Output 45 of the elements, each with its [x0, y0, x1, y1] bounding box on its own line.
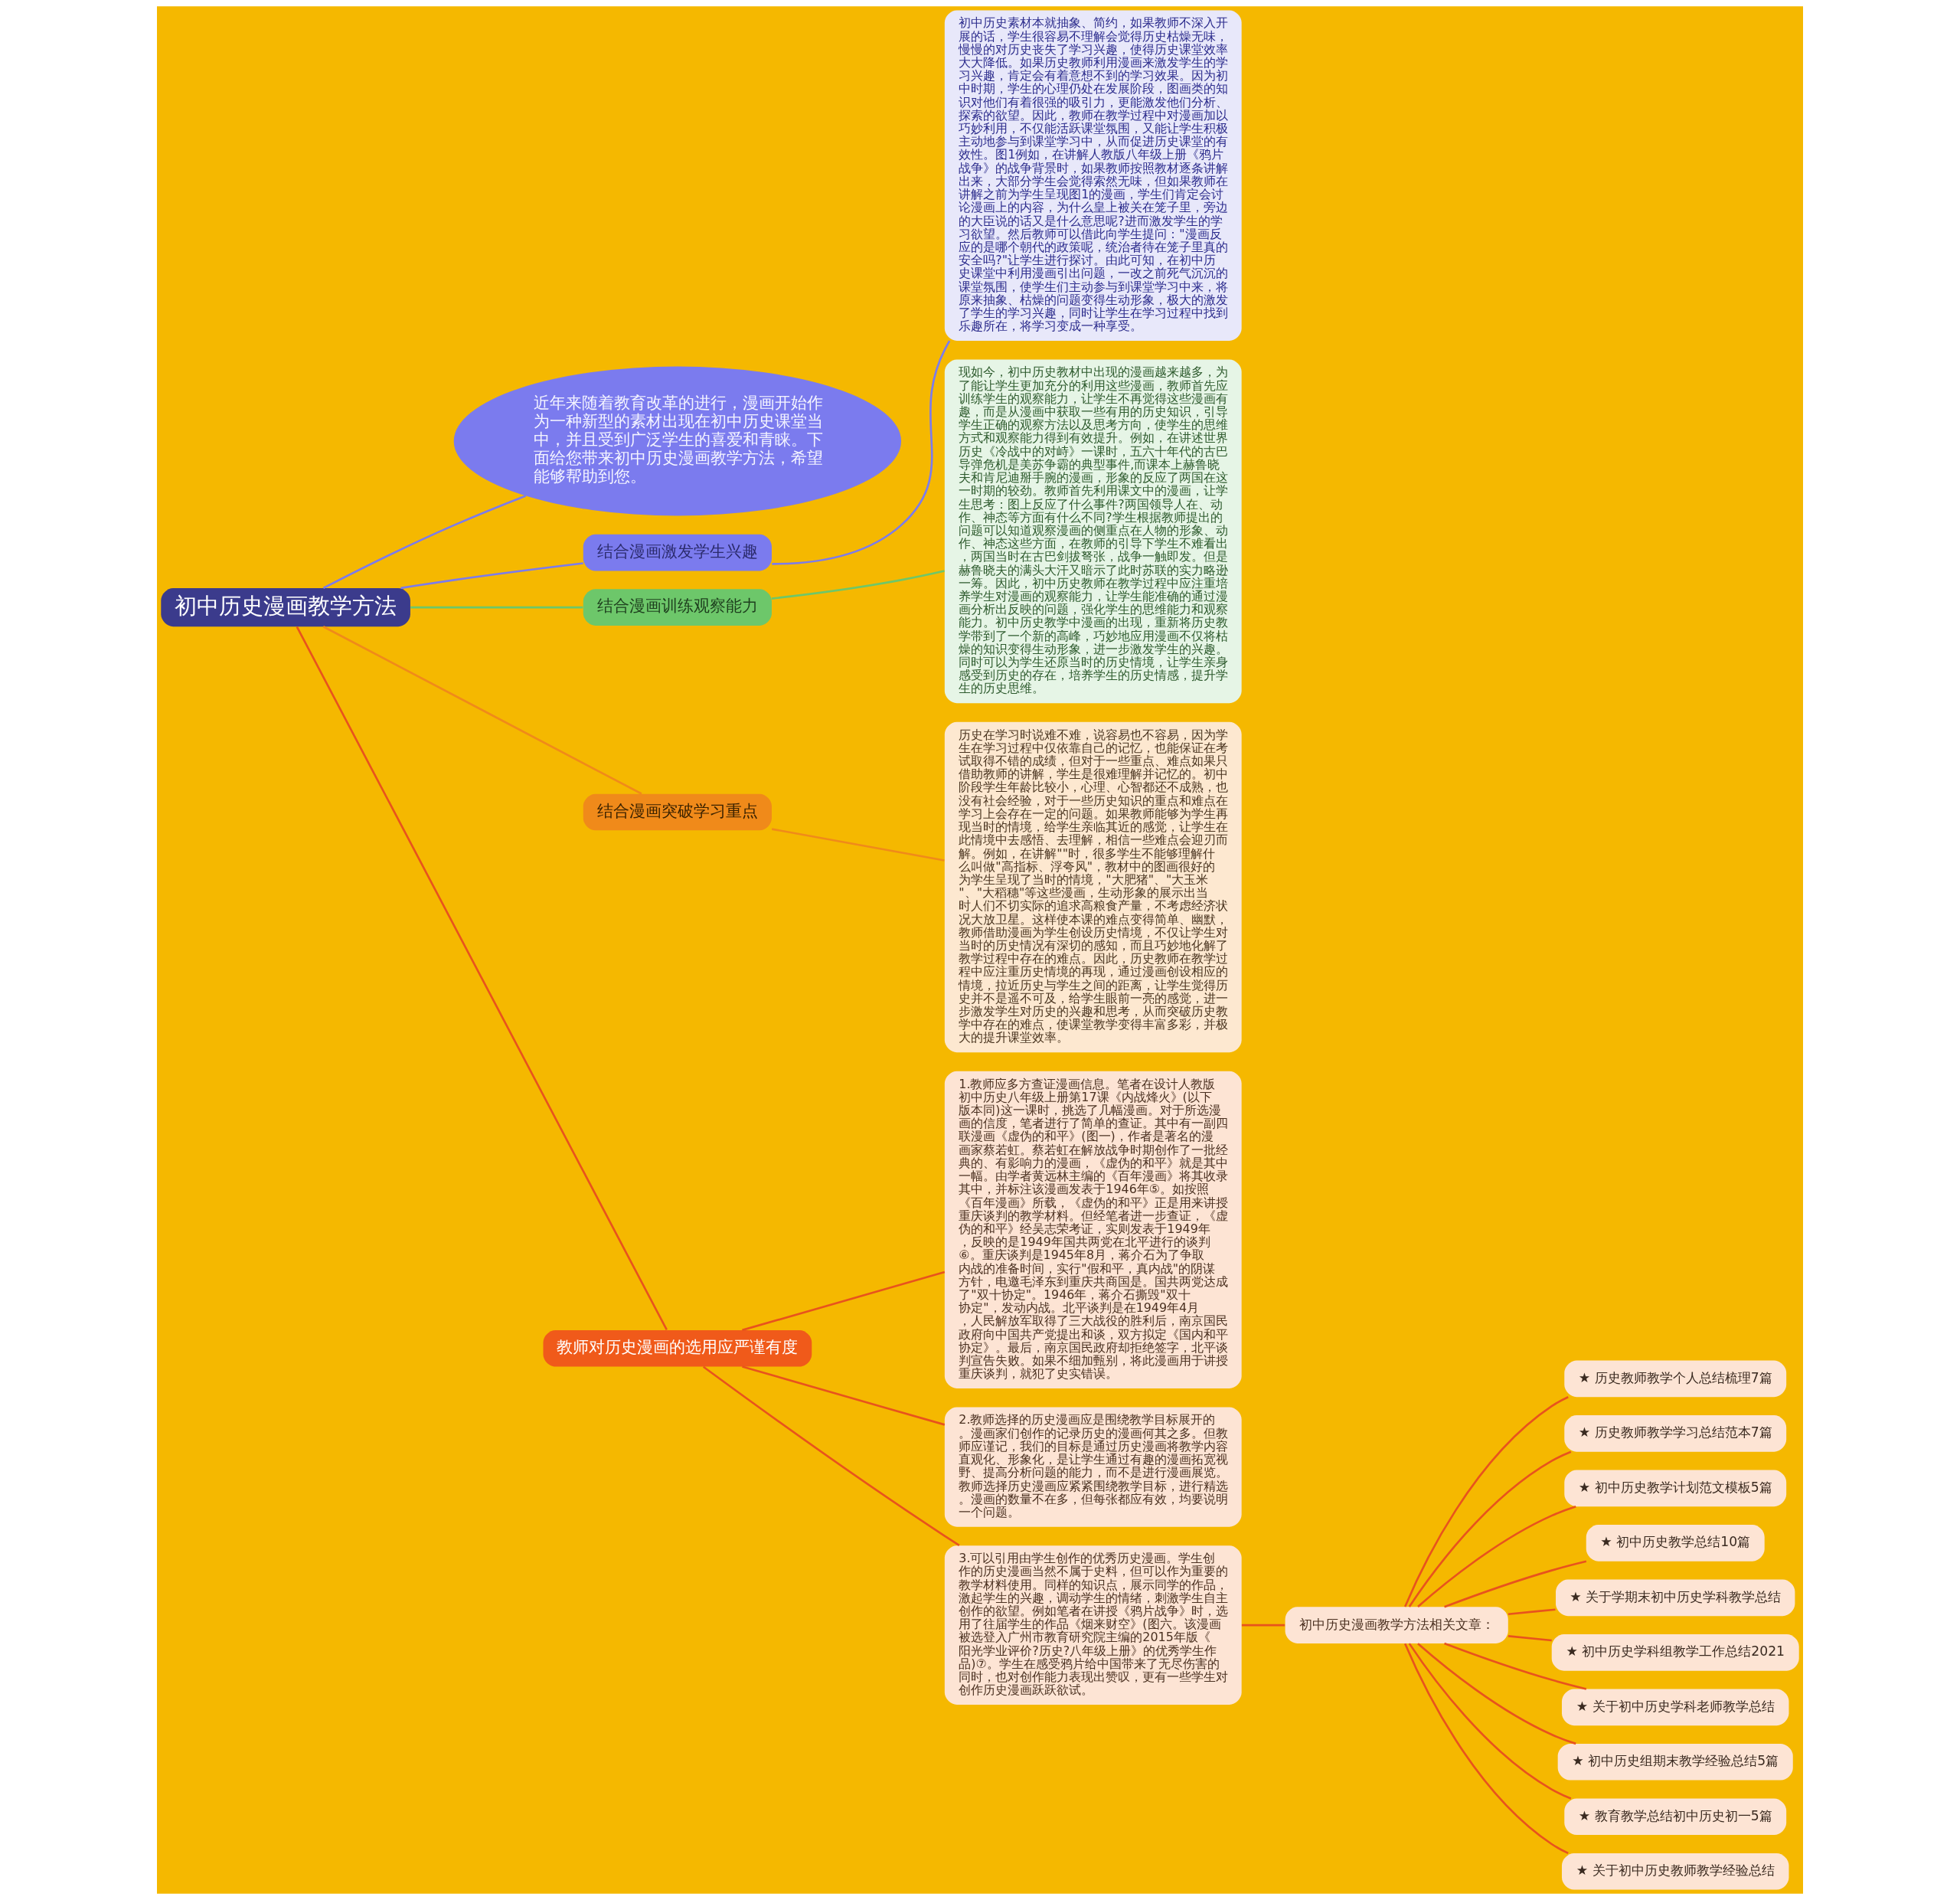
- connector: [772, 340, 951, 565]
- node-box: 现如今，初中历史教材中出现的漫画越来越多，为了能让学生更加充分的利用这些漫画，教师首先应训练学生的观察能力，让学生不再觉得这些漫画有趣，而是从漫画中获取一些有用的历史知识，引导学生正确的观察方法以及思考方向，使学生的思维方式和观察能力得到有效提升。例如，在讲述世界历史《冷战中的对峙》一课时，五六十年代的古巴导弹危机是美苏争霸的典型事件,而课本上赫鲁晓夫和肯尼迪掰手腕的漫画，形象的反应了两国在这一时期的较劲。教师首先利用课文中的漫画，让学生思考：图上反应了什么事件?两国领导人在、动作、神态等方面有什么不同?学生根据教师提出的问题可以知道观察漫画的侧重点在人物的形象、动作、神态这些方面，在教师的引导下学生不难看出，两国当时在古巴剑拔弩张，战争一触即发。但是赫鲁晓夫的满头大汗又暗示了此时苏联的实力略逊一筹。因此，初中历史教师在教学过程中应注重培养学生对漫画的观察能力，让学生能准确的通过漫画分析出反映的问题，强化学生的思维能力和观察能力。初中历史教学中漫画的出现，重新将历史教学带到了一个新的高峰，巧妙地应用漫画不仅将枯燥的知识变得生动形象，进一步激发学生的兴趣。同时可以为学生还原当时的历史情境，让学生亲身感受到历史的存在，培养学生的历史情感，提升学生的历史思维。: [944, 359, 1242, 704]
- connector: [322, 626, 642, 795]
- connector: [771, 570, 945, 600]
- node-box: ★ 初中历史教学总结10篇: [1586, 1525, 1765, 1562]
- connector: [1408, 1450, 1572, 1607]
- connector: [1408, 1643, 1572, 1800]
- node-box: 结合漫画训练观察能力: [583, 589, 772, 626]
- connector: [1417, 1643, 1576, 1745]
- node-box: 初中历史漫画教学方法: [161, 587, 410, 627]
- node-box: ★ 关于初中历史教师教学经验总结: [1561, 1853, 1789, 1890]
- connector: [1508, 1608, 1556, 1616]
- node-box: ★ 历史教师教学个人总结梳理7篇: [1564, 1360, 1787, 1398]
- node-box: 1.教师应多方查证漫画信息。笔者在设计人教版初中历史八年级上册第17课《内战烽火》(以下版本同)这一课时，挑选了几幅漫画。对于所选漫画的信度，笔者进行了简单的查证。其中有一副四联漫画《虚伪的和平》(图一)，作者是著名的漫画家蔡若虹。蔡若虹在解放战争时期创作了一批经典的、有影响力的漫画，《虚伪的和平》就是其中一幅。由学者黄远林主编的《百年漫画》将其收录其中，并标注该漫画发表于1946年⑤。如按照《百年漫画》所载，《虚伪的和平》正是用来讲授重庆谈判的教学材料。但经笔者进一步查证，《虚伪的和平》经吴志荣考证，实则发表于1949年，反映的是1949年国共两党在北平进行的谈判⑥。重庆谈判是1945年8月，蒋介石为了争取内战的准备时间，实行"假和平，真内战"的阴谋方针，电邀毛泽东到重庆共商国是。国共两党达成了"双十协定"。1946年，蒋介石撕毁"双十协定"，发动内战。北平谈判是在1949年4月，人民解放军取得了三大战役的胜利后，南京国民政府向中国共产党提出和谈，双方拟定《国内和平协定》。最后，南京国民政府却拒绝签字，北平谈判宣告失败。如果不细加甄别，将此漫画用于讲授重庆谈判，就犯了史实错误。: [944, 1071, 1242, 1388]
- connector: [1508, 1635, 1552, 1642]
- node-box: 结合漫画突破学习重点: [583, 793, 772, 831]
- connector: [296, 626, 668, 1331]
- node-box: 初中历史漫画教学方法相关文章：: [1285, 1607, 1508, 1643]
- node-box: 2.教师选择的历史漫画应是围绕教学目标展开的。漫画家们创作的记录历史的漫画何其之多。但教师应谨记，我们的目标是通过历史漫画将教学内容直观化、形象化，是让学生通过有趣的漫画拓宽视野、提高分析问题的能力，而不是进行漫画展览。教师选择历史漫画应紧紧围绕教学目标，进行精选。漫画的数量不在多，但每张都应有效，均要说明一个问题。: [944, 1407, 1242, 1527]
- connector: [771, 828, 945, 862]
- connector: [1417, 1506, 1576, 1607]
- connector: [322, 495, 527, 590]
- node-box: ★ 关于学期末初中历史学科教学总结: [1556, 1579, 1795, 1617]
- node-box: 结合漫画激发学生兴趣: [583, 534, 772, 571]
- node-box: 教师对历史漫画的选用应严谨有度: [543, 1329, 812, 1367]
- connector: [400, 562, 583, 590]
- connector: [1444, 1642, 1587, 1690]
- connector: [1403, 1396, 1569, 1607]
- node-box: 历史在学习时说难不难，说容易也不容易，因为学生在学习过程中仅依靠自己的记忆，也能保证在考试取得不错的成绩，但对于一些重点、难点如果只借助教师的讲解，学生是很难理解并记忆的。初中阶段学生年龄比较小，心理、心智都还不成熟，也没有社会经验，对于一些历史知识的重点和难点在学习上会存在一定的问题。如果教师能够为学生再现当时的情境，给学生亲临其近的感觉，让学生在此情境中去感悟、去理解，相信一些难点会迎刃而解。例如，在讲解""时，很多学生不能够理解什么叫做"高指标、浮夸风"，教材中的图画很好的为学生呈现了当时的情境，"大肥猪"、"大玉米"、"大稻穗"等这些漫画，生动形象的展示出当时人们不切实际的追求高粮食产量，不考虑经济状况大放卫星。这样使本课的难点变得简单、幽默，教师借助漫画为学生创设历史情境，不仅让学生对当时的历史情况有深切的感知，而且巧妙地化解了教学过程中存在的难点。因此，历史教师在教学过程中应注重历史情境的再现，通过漫画创设相应的情境，拉近历史与学生之间的距离，让学生觉得历史并不是遥不可及，给学生眼前一亮的感觉，进一步激发学生对历史的兴趣和思考，从而突破历史教学中存在的难点，使课堂教学变得丰富多彩，并极大的提升课堂效率。: [944, 721, 1242, 1053]
- connector: [702, 1365, 960, 1546]
- connector: [1241, 1624, 1285, 1627]
- connector: [410, 606, 583, 609]
- node-box: ★ 教育教学总结初中历史初一5篇: [1564, 1798, 1787, 1836]
- node-box: ★ 关于初中历史学科老师教学总结: [1561, 1689, 1789, 1726]
- connector: [1403, 1643, 1569, 1855]
- node-box: ★ 初中历史组期末教学经验总结5篇: [1557, 1743, 1793, 1781]
- node-box: ★ 初中历史学科组教学工作总结2021: [1551, 1634, 1799, 1671]
- connector: [742, 1270, 946, 1332]
- node-ellipse: 近年来随着教育改革的进行，漫画开始作为一种新型的素材出现在初中历史课堂当中，并且受到广泛学生的喜爱和青睐。下面给您带来初中历史漫画教学方法，希望能够帮助到您。: [453, 366, 902, 516]
- node-box: ★ 初中历史教学计划范文模板5篇: [1564, 1470, 1787, 1507]
- node-box: ★ 历史教师教学学习总结范本7篇: [1564, 1415, 1787, 1452]
- node-box: 3.可以引用由学生创作的优秀历史漫画。学生创作的历史漫画当然不属于史料，但可以作为重要的教学材料使用。同样的知识点，展示同学的作品，激起学生的兴趣，调动学生的情绪，刺激学生自主创作的欲望。例如笔者在讲授《鸦片战争》时，选用了往届学生的作品《烟来财空》(图六。该漫画被选登入广州市教育研究院主编的2015年版《阳光学业评价?历史?八年级上册》的优秀学生作品)⑦。学生在感受鸦片给中国带来了无尽伤害的同时，也对创作能力表现出赞叹，更有一些学生对创作历史漫画跃跃欲试。: [944, 1545, 1242, 1705]
- connector: [1444, 1560, 1587, 1608]
- node-box: 初中历史素材本就抽象、简约，如果教师不深入开展的话，学生很容易不理解会觉得历史枯燥无味，慢慢的对历史丧失了学习兴趣，使得历史课堂效率大大降低。如果历史教师利用漫画来激发学生的学习兴趣，肯定会有着意想不到的学习效果。因为初中时期，学生的心理仍处在发展阶段，图画类的知识对他们有着很强的吸引力，更能激发他们分析、探索的欲望。因此，教师在教学过程中对漫画加以巧妙利用，不仅能活跃课堂氛围，又能让学生积极主动地参与到课堂学习中，从而促进历史课堂的有效性。图1例如，在讲解人教版八年级上册《鸦片战争》的战争背景时，如果教师按照教材逐条讲解出来，大部分学生会觉得索然无味，但如果教师在讲解之前为学生呈现图1的漫画，学生们肯定会讨论漫画上的内容，为什么皇上被关在笼子里，旁边的大臣说的话又是什么意思呢?进而激发学生的学习欲望。然后教师可以借此向学生提问："漫画反应的是哪个朝代的政策呢，统治者待在笼子里真的安全吗?"让学生进行探讨。由此可知，在初中历史课堂中利用漫画引出问题，一改之前死气沉沉的课堂氛围，使学生们主动参与到课堂学习中来，将原来抽象、枯燥的问题变得生动形象，极大的激发了学生的学习兴趣，同时让学生在学习过程中找到乐趣所在，将学习变成一种享受。: [944, 10, 1242, 341]
- connector: [742, 1365, 946, 1426]
